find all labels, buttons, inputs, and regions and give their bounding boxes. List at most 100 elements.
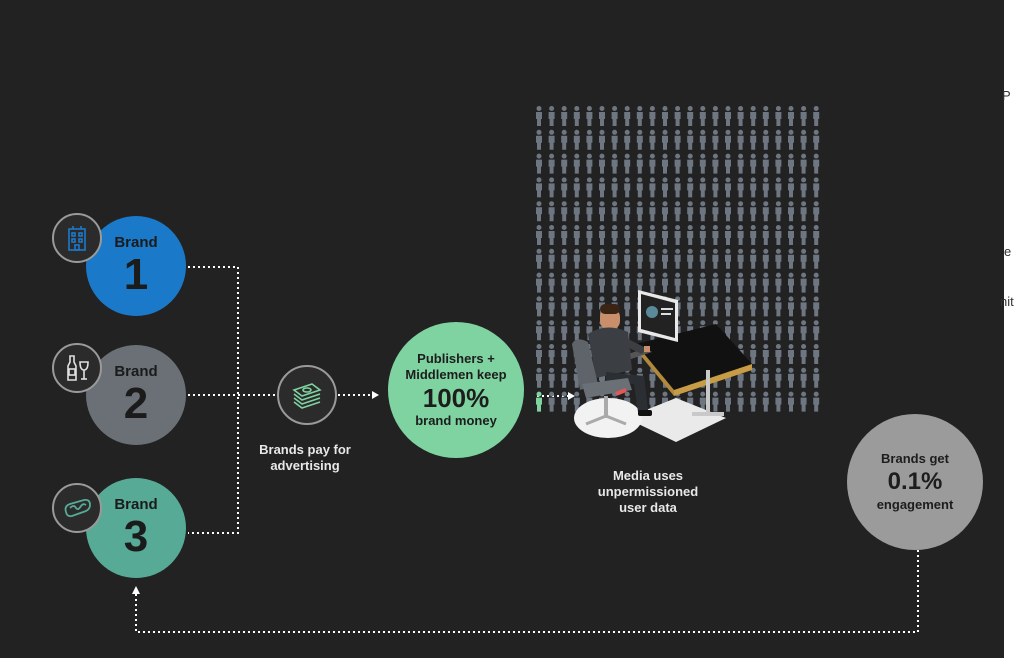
person-icon <box>800 248 807 269</box>
brand-2-number: 2 <box>123 379 149 428</box>
person-icon <box>624 106 631 126</box>
building-icon <box>52 213 102 263</box>
person-icon <box>674 225 681 245</box>
person-icon <box>611 248 618 269</box>
person-icon <box>662 177 668 198</box>
person-icon <box>788 391 794 412</box>
person-icon <box>649 177 656 198</box>
person-icon <box>536 272 542 293</box>
person-icon <box>762 177 769 198</box>
person-icon <box>674 177 681 198</box>
person-icon <box>737 201 744 222</box>
brand-1-circle: Brand 1 <box>86 216 186 316</box>
person-icon <box>813 225 820 245</box>
brands-pay-line2: advertising <box>270 458 340 473</box>
person-icon <box>599 153 605 174</box>
person-icon <box>586 153 593 174</box>
person-icon <box>750 367 757 388</box>
person-icon <box>737 153 744 174</box>
person-icon <box>699 225 706 245</box>
person-icon <box>561 201 568 222</box>
person-icon <box>662 248 668 269</box>
person-icon <box>699 153 706 174</box>
person-icon <box>762 129 769 150</box>
person-icon <box>561 296 568 317</box>
person-icon <box>624 153 631 174</box>
person-icon <box>586 272 593 293</box>
person-icon <box>536 248 542 269</box>
publishers-line3: brand money <box>415 413 497 428</box>
person-icon <box>813 367 820 388</box>
person-icon <box>573 177 580 198</box>
person-icon <box>750 201 757 222</box>
person-icon <box>674 129 681 150</box>
person-icon <box>762 248 769 269</box>
person-icon <box>674 106 681 126</box>
person-icon <box>813 391 820 412</box>
person-icon <box>624 272 631 293</box>
person-icon <box>737 248 744 269</box>
person-icon <box>548 201 555 222</box>
person-icon <box>762 272 769 293</box>
brands-pay-caption: Brands pay for advertising <box>245 442 365 474</box>
person-icon <box>775 106 782 126</box>
person-icon <box>561 225 568 245</box>
person-icon <box>737 129 744 150</box>
person-icon <box>649 248 656 269</box>
person-icon <box>536 391 542 412</box>
person-icon <box>750 177 757 198</box>
person-icon <box>687 106 694 126</box>
person-icon <box>573 320 580 341</box>
person-icon <box>662 129 668 150</box>
media-line1: Media uses <box>612 468 684 483</box>
person-icon <box>573 201 580 222</box>
person-icon <box>599 248 605 269</box>
person-icon <box>725 129 731 150</box>
person-icon <box>611 106 618 126</box>
person-icon <box>586 296 593 317</box>
person-icon <box>548 272 555 293</box>
person-icon <box>561 391 568 412</box>
person-icon <box>599 272 605 293</box>
person-icon <box>750 106 757 126</box>
person-icon <box>813 296 820 317</box>
person-icon <box>611 153 618 174</box>
person-icon <box>750 153 757 174</box>
person-icon <box>662 225 668 245</box>
person-icon <box>813 272 820 293</box>
person-icon <box>674 272 681 293</box>
person-icon <box>800 344 807 364</box>
person-icon <box>548 129 555 150</box>
person-icon <box>712 153 719 174</box>
publishers-circle: Publishers + Middlemen keep 100% brand m… <box>388 322 524 458</box>
person-icon <box>775 344 782 364</box>
person-icon <box>687 201 694 222</box>
publishers-line1: Publishers + <box>417 351 495 366</box>
person-icon <box>573 248 580 269</box>
person-icon <box>674 153 681 174</box>
person-icon <box>725 391 731 412</box>
person-icon <box>536 153 542 174</box>
person-icon <box>573 391 580 412</box>
person-icon <box>573 153 580 174</box>
person-icon <box>636 225 643 245</box>
person-icon <box>699 177 706 198</box>
person-icon <box>762 296 769 317</box>
person-icon <box>813 344 820 364</box>
person-icon <box>788 201 794 222</box>
person-icon <box>536 201 542 222</box>
person-icon <box>624 296 631 317</box>
person-icon <box>586 201 593 222</box>
person-icon <box>800 296 807 317</box>
person-icon <box>788 320 794 341</box>
person-icon <box>800 225 807 245</box>
person-icon <box>649 129 656 150</box>
engagement-line1: Brands get <box>881 451 949 466</box>
person-icon <box>687 177 694 198</box>
person-icon <box>712 248 719 269</box>
person-icon <box>687 129 694 150</box>
engagement-circle: Brands get 0.1% engagement <box>847 414 983 550</box>
person-icon <box>800 272 807 293</box>
person-icon <box>536 225 542 245</box>
